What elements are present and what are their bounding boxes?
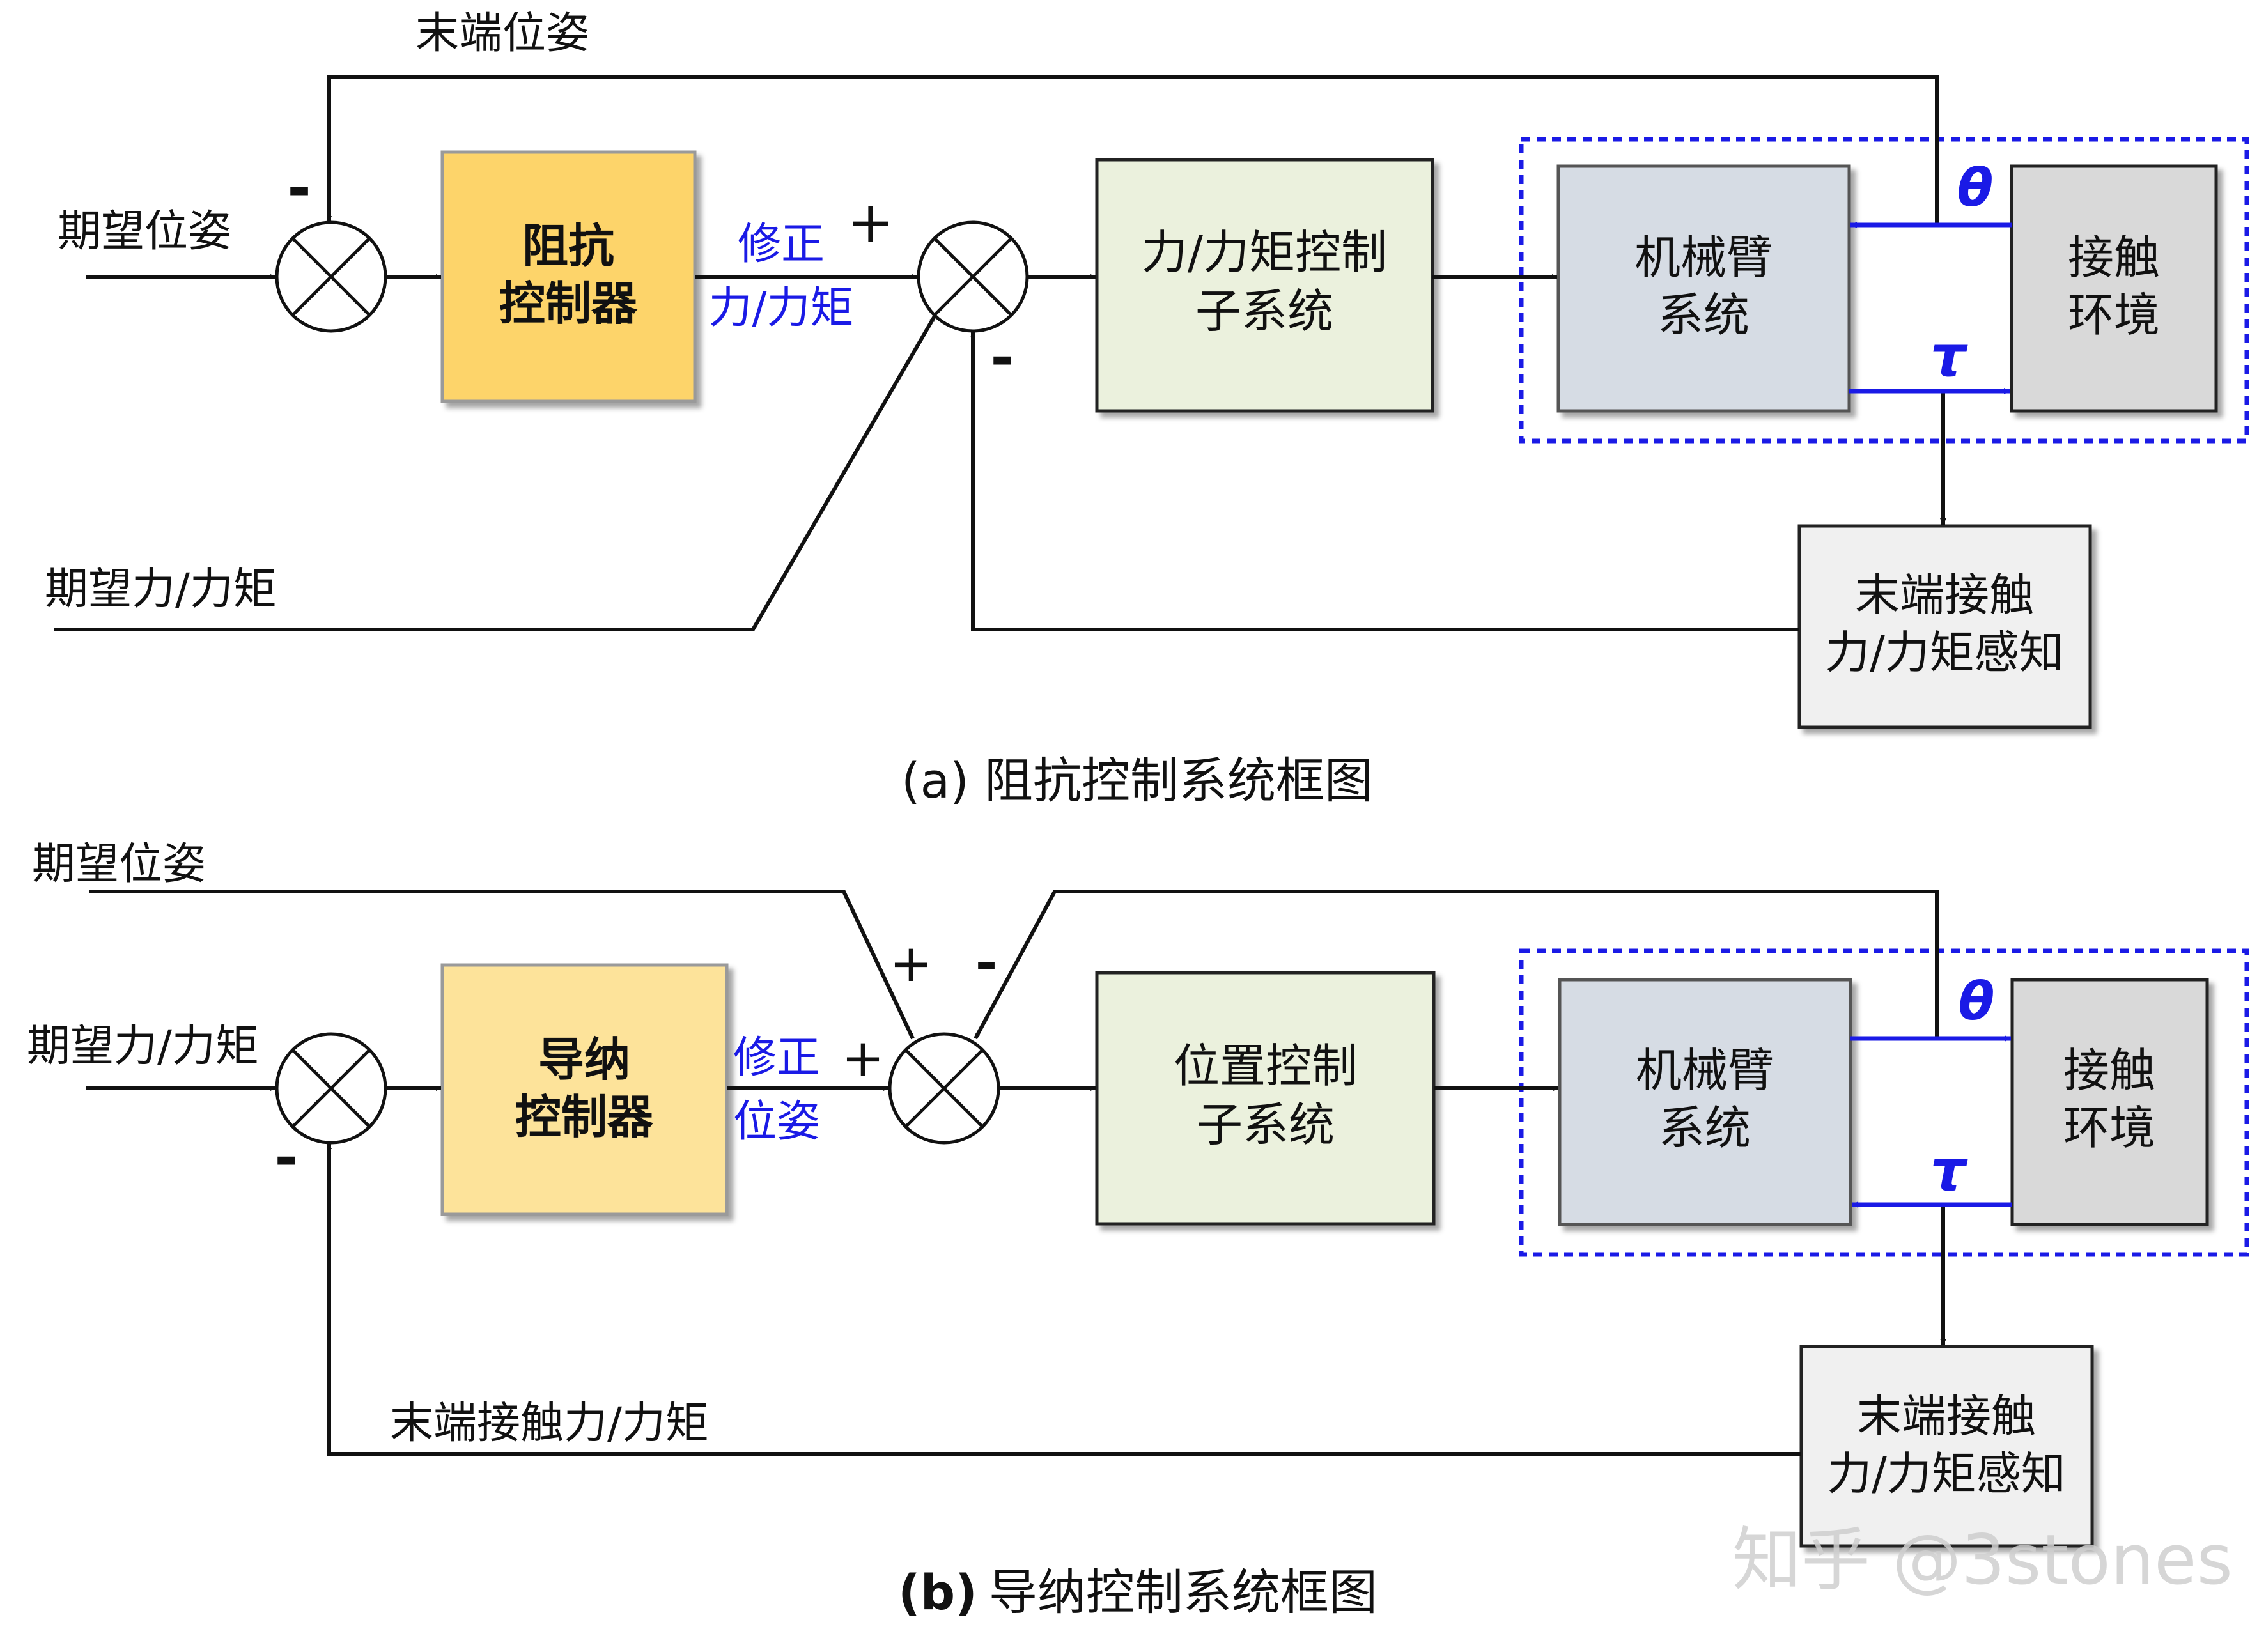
sensor-label-2-b: 力/力矩感知	[1827, 1447, 2066, 1500]
controller-label-2: 控制器	[499, 277, 638, 330]
arm-label-2-b: 系统	[1659, 1101, 1751, 1155]
arm-label-2: 系统	[1657, 288, 1750, 342]
pose-input-line-b	[89, 890, 915, 1040]
force-input-line	[54, 315, 936, 631]
sum2-plus-top-sign-b: +	[889, 934, 932, 993]
env-label-1: 接触	[2068, 231, 2160, 284]
pose-input-label: 期望位姿	[58, 206, 231, 257]
watermark: 知乎 @3stones	[1732, 1520, 2233, 1600]
controller-label-1-b: 导纳	[538, 1033, 630, 1086]
position-control-subsystem-block	[1095, 971, 1436, 1226]
plant-boundary-b	[1519, 948, 2249, 1257]
subsystem-label-2-b: 子系统	[1197, 1098, 1335, 1152]
correction-label-1: 修正	[738, 219, 825, 270]
tau-label: τ	[1930, 323, 1968, 389]
sensor-label-2: 力/力矩感知	[1825, 626, 2064, 679]
correction-label-1-b: 修正	[733, 1033, 820, 1083]
correction-label-2: 力/力矩	[709, 283, 854, 334]
correction-label-2-b: 位姿	[733, 1097, 820, 1147]
caption-b-rest: 导纳控制系统框图	[989, 1564, 1377, 1621]
impedance-controller-block	[440, 150, 697, 403]
arm-label-1-b: 机械臂	[1636, 1044, 1774, 1097]
sum-junction-1-b	[275, 1032, 387, 1145]
sum-junction-2-b	[888, 1032, 1000, 1145]
arm-system-block	[1556, 164, 1851, 413]
contact-env-block	[2010, 164, 2218, 413]
sensor-label-1: 末端接触	[1855, 569, 2034, 621]
pose-feedback-line	[327, 75, 1939, 225]
env-label-1-b: 接触	[2063, 1044, 2155, 1097]
tau-label-b: τ	[1930, 1138, 1968, 1203]
theta-label: θ	[1957, 158, 1993, 219]
diagram-a: 末端位姿 期望位姿 期望力/力矩 阻抗 控制器 修正 力/力矩 力/力矩控制 子…	[45, 8, 2249, 809]
env-label-2: 环境	[2068, 288, 2160, 342]
force-input-label-b: 期望力/力矩	[27, 1021, 259, 1072]
pose-feedback-line-b	[974, 890, 1939, 1040]
sum-junction-1	[275, 220, 387, 333]
controller-label-2-b: 控制器	[515, 1090, 654, 1144]
sum2-minus-sign: -	[990, 324, 1014, 391]
sum2-minus-top-sign-b: -	[975, 931, 998, 994]
feedback-label-b: 末端接触力/力矩	[390, 1398, 709, 1449]
sum1-minus-sign: -	[287, 155, 311, 222]
controller-label-1: 阻抗	[522, 219, 614, 273]
caption-a: (a) 阻抗控制系统框图	[901, 752, 1373, 809]
sensor-block	[1797, 524, 2092, 729]
sum2-plus-sign: +	[847, 189, 894, 255]
theta-label-b: θ	[1959, 971, 1994, 1032]
plant-boundary	[1519, 137, 2249, 444]
contact-env-block-b	[2010, 978, 2209, 1226]
diagram-b: 期望位姿 期望力/力矩 末端接触力/力矩 导纳 控制器 修正 位姿 位置控制 子…	[27, 839, 2249, 1621]
subsystem-label-1: 力/力矩控制	[1142, 226, 1387, 279]
caption-b: (b)导纳控制系统框图	[898, 1564, 1377, 1621]
force-feedback-line-b	[327, 1144, 1801, 1456]
sensor-block-b	[1799, 1345, 2094, 1548]
arm-system-block-b	[1558, 978, 1852, 1226]
caption-b-bold: (b)	[898, 1564, 977, 1621]
force-control-subsystem-block	[1095, 158, 1434, 413]
subsystem-label-1-b: 位置控制	[1174, 1039, 1358, 1093]
sum2-plus-left-sign-b: +	[841, 1028, 884, 1088]
arm-label-1: 机械臂	[1634, 231, 1773, 284]
sum-junction-2	[917, 220, 1029, 333]
force-feedback-line	[970, 332, 1799, 631]
env-label-2-b: 环境	[2063, 1101, 2155, 1155]
admittance-controller-block	[440, 963, 729, 1216]
pose-feedback-label: 末端位姿	[415, 8, 589, 59]
pose-input-label-b: 期望位姿	[32, 839, 206, 890]
subsystem-label-2: 子系统	[1195, 284, 1333, 338]
sum1-minus-sign-b: -	[274, 1124, 298, 1191]
sensor-label-1-b: 末端接触	[1857, 1390, 2036, 1442]
force-input-label: 期望力/力矩	[45, 564, 277, 615]
